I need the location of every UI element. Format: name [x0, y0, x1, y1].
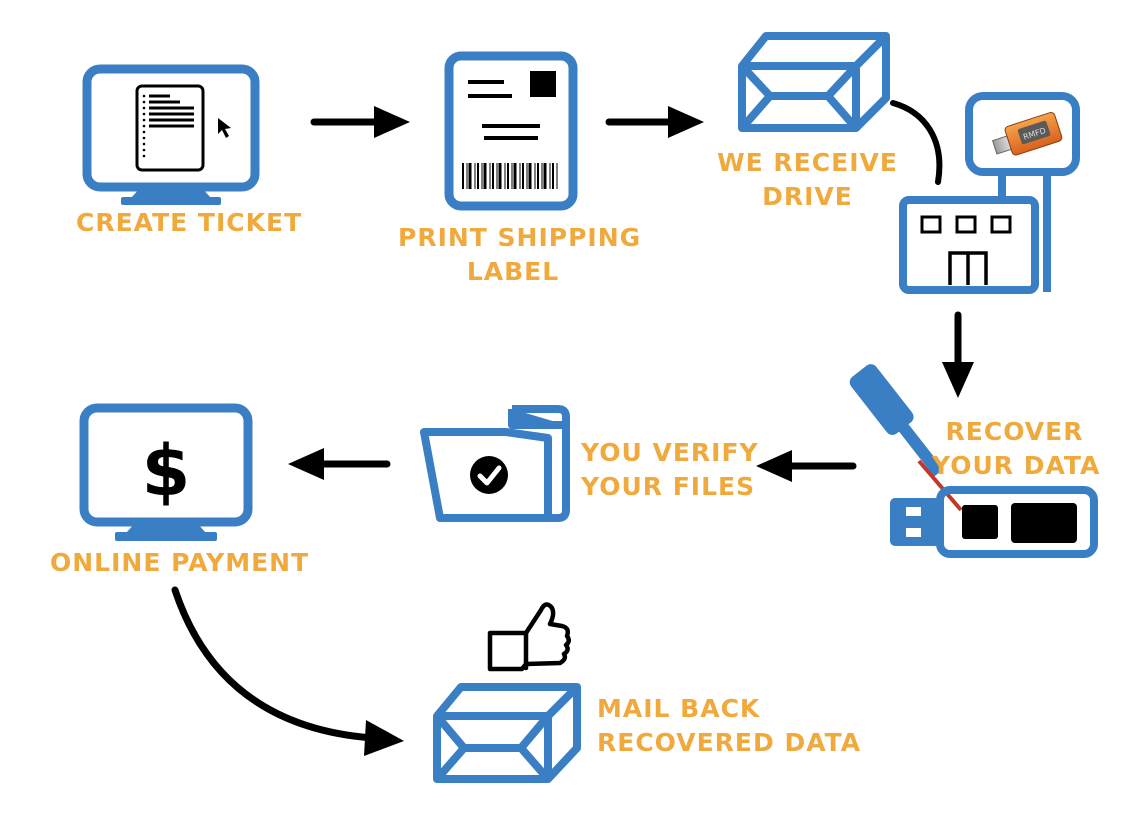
monitor-document-icon [82, 64, 260, 205]
box-icon [738, 32, 890, 132]
step-label-line: YOUR DATA [932, 451, 1101, 480]
arrow-down-icon [942, 311, 974, 398]
step-label-recover-data: RECOVER YOUR DATA [932, 415, 1101, 483]
connector-curve [890, 100, 943, 185]
step-label-line: LABEL [466, 257, 560, 286]
arrow-right-icon [310, 106, 410, 138]
step-label-line: DRIVE [762, 182, 853, 211]
step-label-line: WE RECEIVE [717, 148, 898, 177]
folder-check-icon [420, 405, 570, 522]
lab-building-icon [899, 92, 1080, 294]
curved-arrow-icon [171, 586, 404, 756]
arrow-left-icon [756, 450, 857, 482]
thumbs-up-icon [487, 602, 571, 672]
step-label-mail-back: MAIL BACK RECOVERED DATA [597, 692, 861, 760]
step-label-online-payment: ONLINE PAYMENT [50, 546, 309, 580]
box-icon [433, 683, 581, 783]
step-label-receive-drive: WE RECEIVE DRIVE [715, 146, 900, 214]
shipping-label-icon [444, 51, 578, 211]
dollar-sign: $ [142, 430, 191, 512]
step-label-line: RECOVERED DATA [597, 728, 862, 757]
step-label-print-label: PRINT SHIPPING LABEL [398, 221, 642, 289]
arrow-left-icon [288, 448, 391, 480]
arrow-right-icon [605, 106, 704, 138]
step-label-line: ONLINE PAYMENT [50, 548, 310, 577]
step-label-line: YOUR FILES [581, 472, 756, 501]
usb-stick-icon: RMFD [991, 112, 1063, 156]
usb-drive-icon [849, 364, 1098, 558]
step-label-line: MAIL BACK [597, 694, 761, 723]
monitor-dollar-icon: $ [79, 403, 253, 541]
step-label-line: PRINT SHIPPING [398, 223, 642, 252]
step-label-verify-files: YOU VERIFY YOUR FILES [581, 436, 759, 504]
step-label-line: YOU VERIFY [581, 438, 759, 467]
step-label-line: RECOVER [945, 417, 1084, 446]
step-label-create-ticket: CREATE TICKET [76, 206, 302, 240]
step-label-line: CREATE TICKET [76, 208, 303, 237]
